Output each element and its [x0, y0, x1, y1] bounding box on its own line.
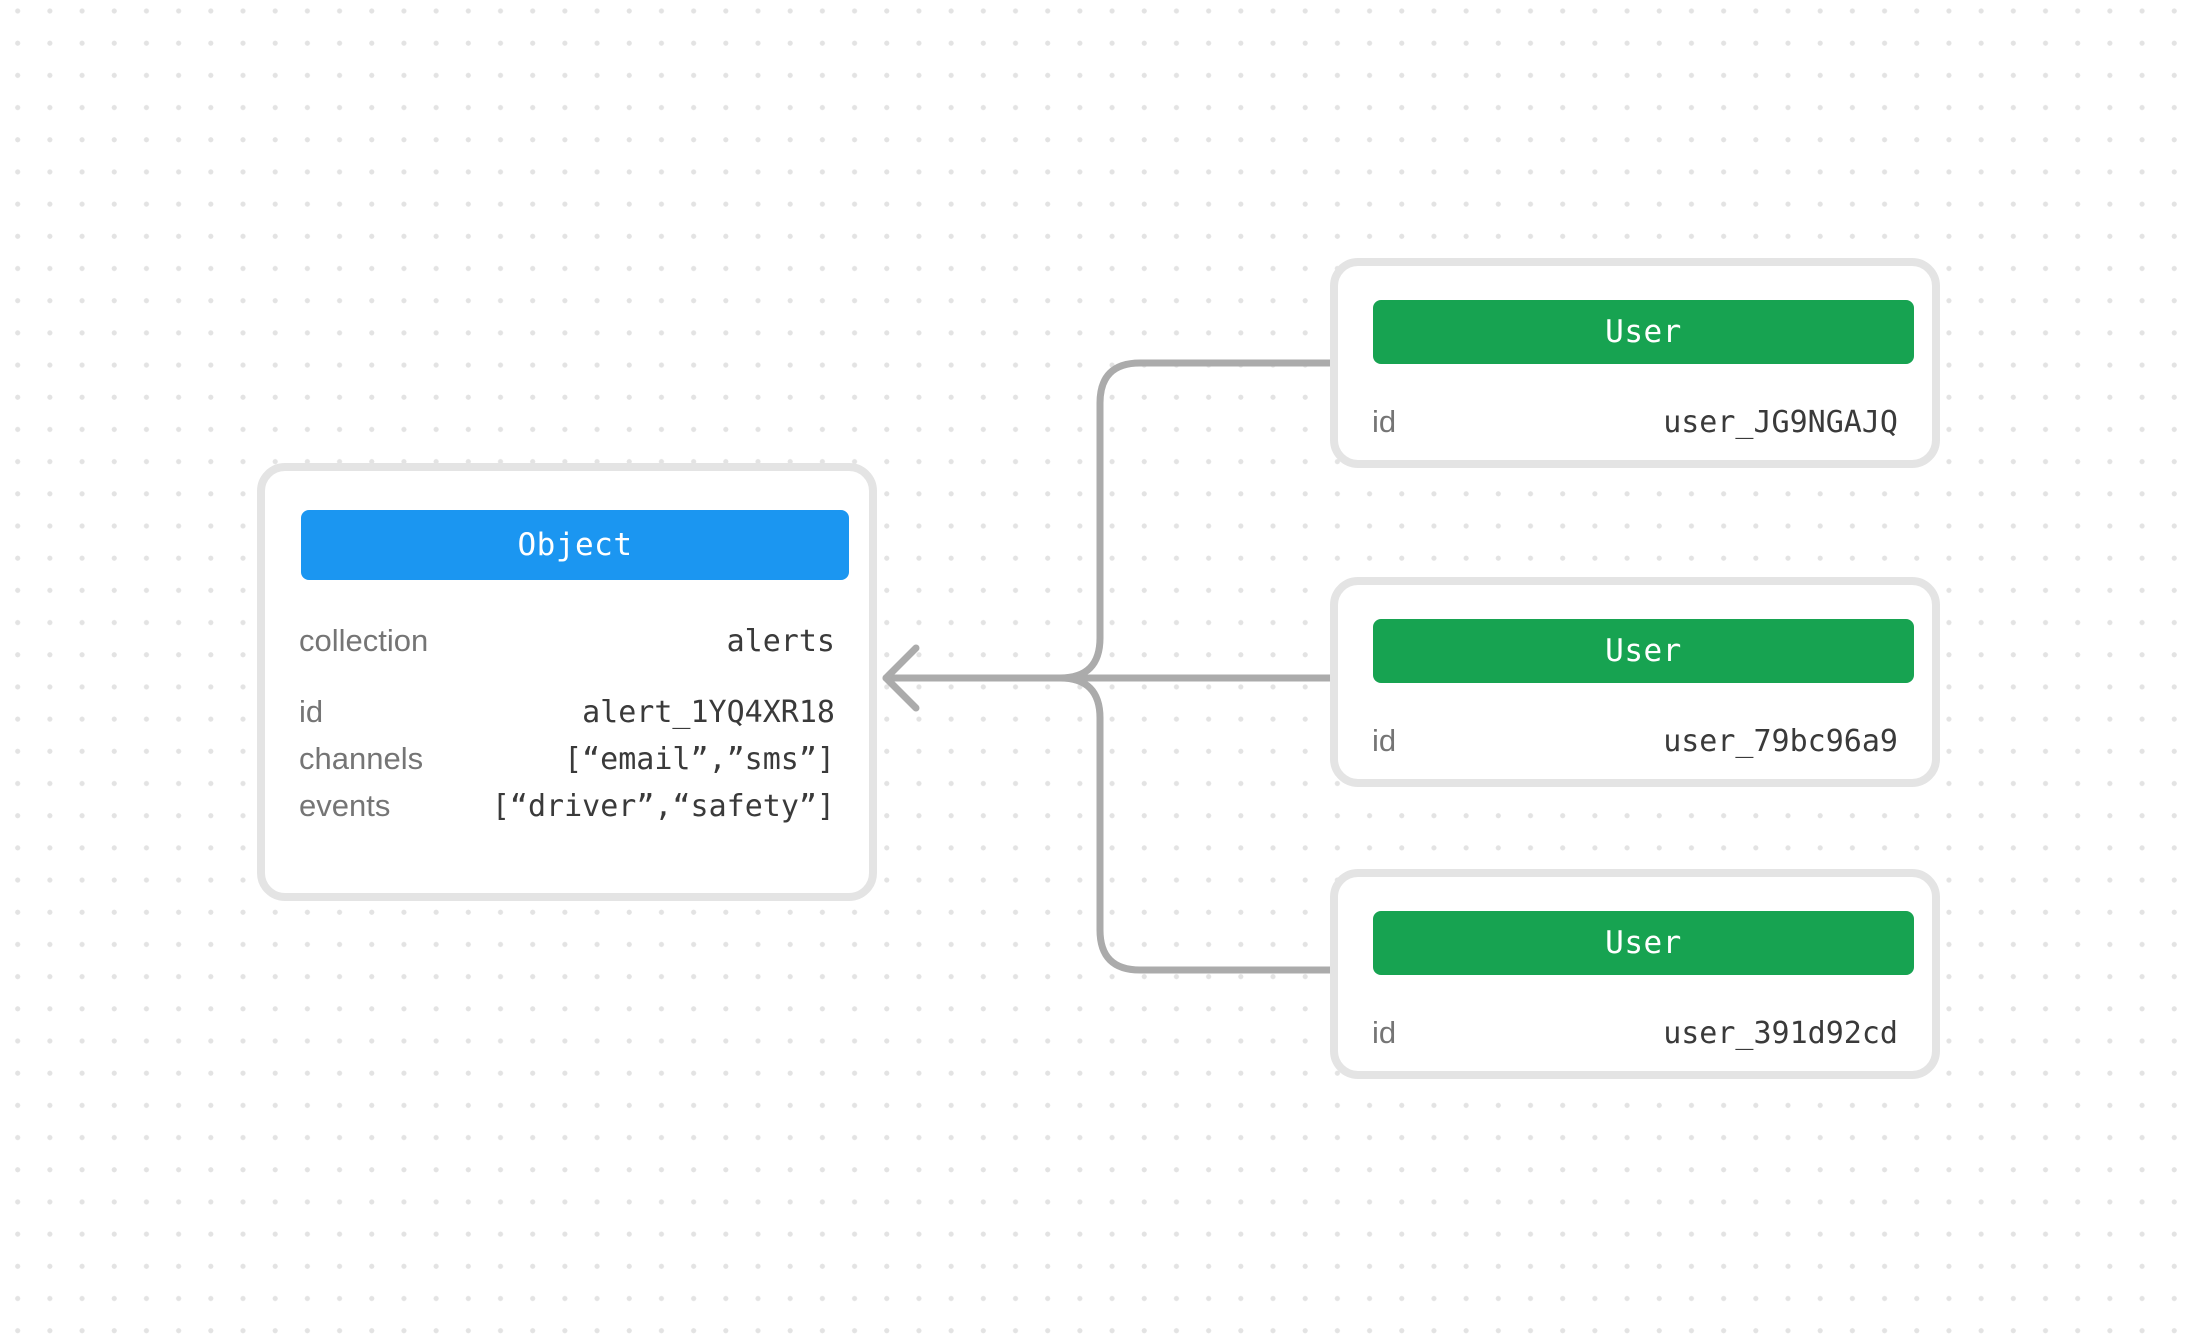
- user-node-1[interactable]: User id user_JG9NGAJQ: [1330, 258, 1940, 468]
- field-value: user_79bc96a9: [1663, 723, 1898, 759]
- user-node-header: User: [1373, 619, 1914, 683]
- field-label: collection: [299, 623, 429, 658]
- field-label: events: [299, 788, 391, 823]
- object-field-events: events [“driver”,“safety”]: [299, 784, 835, 828]
- field-value: [“driver”,“safety”]: [491, 788, 835, 824]
- user-field-id: id user_JG9NGAJQ: [1372, 400, 1898, 444]
- user-node-3[interactable]: User id user_391d92cd: [1330, 869, 1940, 1079]
- field-label: id: [1372, 723, 1397, 758]
- field-value: user_JG9NGAJQ: [1663, 404, 1898, 440]
- field-label: channels: [299, 741, 424, 776]
- arrowhead-left-icon: [882, 644, 920, 712]
- field-value: user_391d92cd: [1663, 1015, 1898, 1051]
- field-label: id: [1372, 1015, 1397, 1050]
- user-node-header: User: [1373, 300, 1914, 364]
- field-value: [“email”,”sms”]: [564, 741, 835, 777]
- field-value: alert_1YQ4XR18: [582, 694, 835, 730]
- object-node[interactable]: Object collection alerts id alert_1YQ4XR…: [257, 463, 877, 901]
- object-field-collection: collection alerts: [299, 619, 835, 663]
- object-node-header: Object: [301, 510, 849, 580]
- user-field-id: id user_391d92cd: [1372, 1011, 1898, 1055]
- user-node-header: User: [1373, 911, 1914, 975]
- user-node-2[interactable]: User id user_79bc96a9: [1330, 577, 1940, 787]
- object-field-id: id alert_1YQ4XR18: [299, 690, 835, 734]
- user-field-id: id user_79bc96a9: [1372, 719, 1898, 763]
- field-value: alerts: [726, 623, 835, 659]
- edge-user1-to-object: [1056, 359, 1340, 682]
- edge-user3-to-object: [1056, 674, 1340, 974]
- object-field-channels: channels [“email”,”sms”]: [299, 737, 835, 781]
- field-label: id: [1372, 404, 1397, 439]
- field-label: id: [299, 694, 324, 729]
